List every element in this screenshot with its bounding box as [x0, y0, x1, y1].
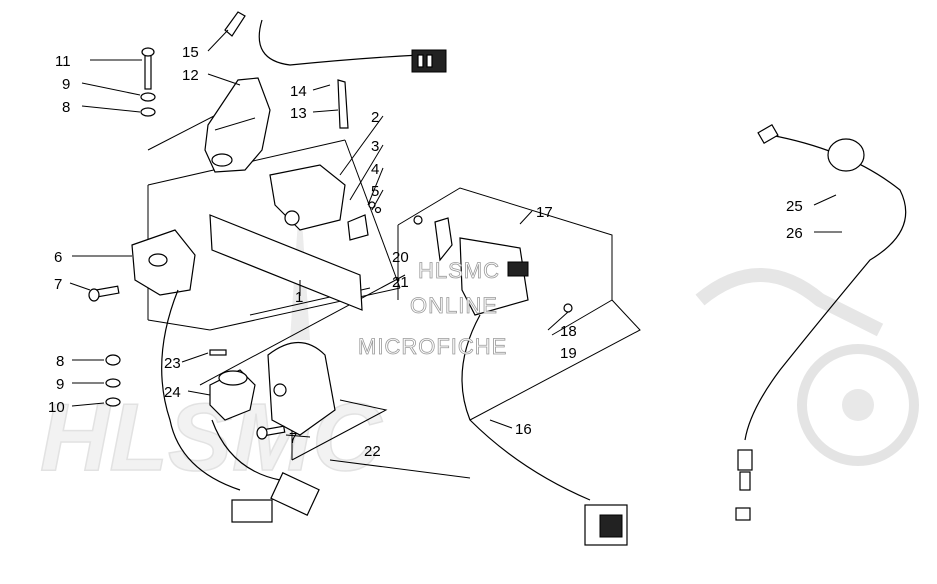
- watermark-line-1: HLSMC: [418, 258, 500, 283]
- fitting-icon: [737, 449, 753, 471]
- plate-icon: [347, 214, 369, 241]
- watermark-line-2: ONLINE: [410, 293, 498, 318]
- callout-label: 4: [371, 161, 379, 178]
- callout-label: 16: [515, 421, 532, 438]
- callout-label: 15: [182, 44, 199, 61]
- callout-label: 20: [392, 249, 409, 266]
- callout-label: 19: [560, 345, 577, 362]
- connector-icon-2: [270, 472, 320, 516]
- cable-loop-icon: [827, 138, 865, 172]
- washer-icon-3: [105, 354, 121, 366]
- callout-label: 12: [182, 67, 199, 84]
- callout-label: 23: [164, 355, 181, 372]
- callout-label: 6: [54, 249, 62, 266]
- callout-label: 1: [295, 289, 303, 306]
- callout-label: 26: [786, 225, 803, 242]
- washer-icon-2: [140, 107, 156, 117]
- throttle-wire: [161, 289, 241, 491]
- callout-label: 3: [371, 138, 379, 155]
- switch-housing-icon: [269, 164, 346, 231]
- callout-label: 9: [62, 76, 70, 93]
- clip-icon: [337, 79, 349, 129]
- fitting-icon-2: [739, 471, 751, 491]
- cable-end-icon: [757, 123, 779, 145]
- cap-icon: [735, 507, 751, 521]
- bracket-clip-icon: [434, 217, 453, 262]
- connector-icon: [231, 499, 273, 523]
- callout-label: 18: [560, 323, 577, 340]
- control-module-icon: [459, 237, 529, 316]
- callout-label: 14: [290, 83, 307, 100]
- callout-label: 7: [54, 276, 62, 293]
- screw-icon-2: [374, 206, 382, 214]
- module-plug-icon: [507, 261, 529, 277]
- washer-icon-5: [105, 397, 121, 407]
- callout-label: 7: [289, 430, 297, 447]
- callout-label: 10: [48, 399, 65, 416]
- bolt-icon: [141, 47, 155, 90]
- bracket-icon: [204, 77, 271, 173]
- screw-icon-3: [88, 285, 120, 302]
- callout-label: 5: [371, 183, 379, 200]
- callout-label: 2: [371, 109, 379, 126]
- callout-label: 25: [786, 198, 803, 215]
- leader-lines: [69, 29, 842, 438]
- harness-wire: [258, 19, 421, 66]
- parts: [88, 11, 907, 546]
- screw-icon-6: [413, 215, 423, 225]
- callout-label: 8: [62, 99, 70, 116]
- callout-label: 8: [56, 353, 64, 370]
- watermark-wheel-icon: [797, 344, 919, 466]
- callout-label: 11: [55, 53, 71, 70]
- callout-label: 9: [56, 376, 64, 393]
- handlebar-tube-icon: [209, 214, 363, 311]
- washer-icon-4: [105, 378, 121, 388]
- callout-label: 17: [536, 204, 553, 221]
- screw-icon-7: [563, 303, 573, 313]
- watermark-text: HLSMC ONLINE MICROFICHE: [358, 258, 507, 360]
- watermark-line-3: MICROFICHE: [358, 334, 507, 359]
- callout-label: 13: [290, 105, 307, 122]
- callout-label: 22: [364, 443, 381, 460]
- module-harness-wire: [461, 314, 591, 501]
- throttle-housing-icon: [267, 342, 336, 436]
- watermark-bike-frame-icon: [695, 268, 884, 337]
- tag-icon: [224, 11, 246, 37]
- screw-icon-5: [256, 425, 286, 440]
- cable-wire: [744, 134, 907, 441]
- watermark-hub-icon: [842, 389, 874, 421]
- callout-label: 21: [392, 274, 409, 291]
- callout-label: 24: [164, 384, 181, 401]
- screw-icon-4: [209, 349, 227, 356]
- callout-labels: 11 9 8 15 12 14 13 2 3 4 5 6 7 1 17 20 2…: [48, 44, 803, 460]
- washer-icon: [140, 92, 156, 102]
